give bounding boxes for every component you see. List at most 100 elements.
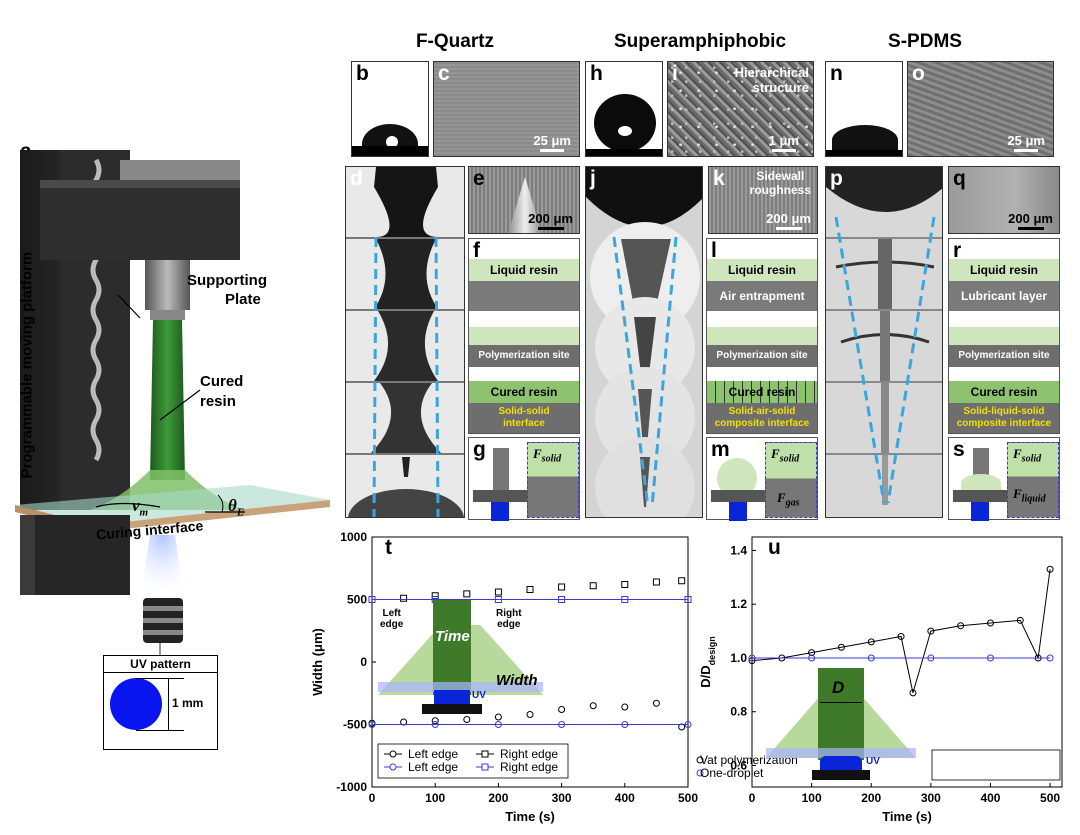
poly-liquid-band [469,327,579,345]
panel-p: p [825,166,943,518]
y-tick-label: 1000 [340,530,367,544]
x-tick-label: 300 [552,791,572,805]
mm-label: 1 mm [172,696,204,710]
data-point [494,721,502,728]
x-tick-label: 100 [425,791,445,805]
x-tick-label: 0 [749,791,756,805]
y-tick-label: 500 [347,593,367,607]
stage-s [953,490,1007,502]
printer-schematic [15,150,330,655]
panel-label-g: g [473,438,486,461]
d-dimension [820,702,862,703]
legend-marker [389,763,397,771]
y-tick-label: 1.2 [730,597,747,611]
force-label-s2: Fliquid [1013,486,1046,505]
data-point [1046,654,1054,662]
resin-label: resin [200,393,236,410]
panel-label-u: u [768,536,781,559]
data-point [400,594,408,602]
nozzle-g [493,448,509,492]
liquid-resin-band: Liquid resin [469,259,579,281]
y-tick-label: 0.8 [730,705,747,719]
panel-label-s: s [953,438,965,461]
y-tick-label: -500 [343,718,367,732]
width-label: Width [496,672,538,689]
y-tick-label: 1.0 [730,651,747,665]
data-point [589,702,597,710]
lubricant-layer-band: Lubricant layer [949,281,1059,311]
droplet-h-highlight [618,126,632,136]
panel-f: f Liquid resin Polymerization site Cured… [468,238,580,434]
inset-t-plate [378,682,543,692]
legend-marker [481,763,489,771]
data-point [431,721,439,728]
legend-label: Left edge [408,747,458,761]
panel-d: d [345,166,465,518]
force-label-s1: Fsolid [1013,446,1042,465]
x-tick-label: 200 [861,791,881,805]
data-point [652,699,660,707]
data-point [494,588,502,596]
droplet-h [594,94,656,152]
panel-label-m: m [711,438,730,461]
uv-beam-m [729,502,747,521]
data-point [558,596,566,603]
series-line [751,569,1051,694]
zoom-box-s [1007,442,1059,518]
data-point [897,632,905,640]
panel-s: s Fsolid Fliquid [948,437,1060,521]
uv-beam-s [971,502,989,521]
cured-resin-band: Cured resin [707,381,817,403]
uv-beam-g [491,502,509,521]
plot-frame [751,536,1063,788]
d-label: D [832,678,845,697]
data-point [837,643,845,651]
column-title-fquartz: F-Quartz [415,31,495,52]
liquid-resin-band: Liquid resin [949,259,1059,281]
y-axis-title: Width (μm) [310,628,325,696]
panel-h: h [585,61,663,157]
panel-label-t: t [385,536,392,559]
inset-t-base [422,704,482,714]
cured-label: Cured [200,373,244,390]
data-point [986,654,994,662]
panel-label-k: k [713,167,725,190]
data-point [1016,616,1024,624]
data-point [494,596,502,603]
x-axis-title: Time (s) [882,809,932,824]
data-point [986,619,994,627]
data-point [526,586,534,593]
liquid-resin-band: Liquid resin [707,259,817,281]
scalebar-e: 200 μm [528,211,573,230]
panel-label-f: f [473,239,480,262]
uv-pattern-box: UV pattern 1 mm [103,655,218,750]
x-axis-title: Time (s) [505,809,555,824]
scalebar-i: 1 μm [769,133,799,152]
panel-j: j [585,166,703,518]
uv-circle [110,678,162,730]
panel-q: q 200 μm [948,166,1060,234]
legend-marker [481,750,489,758]
data-point [589,582,597,590]
y-axis-title: D/Ddesign [698,636,717,687]
data-point [678,577,686,585]
legend-marker [696,769,704,777]
data-point [431,717,439,725]
panel-label-n: n [830,62,843,85]
data-point [558,706,566,713]
inset-u-plate [766,748,916,758]
x-tick-label: 200 [488,791,508,805]
legend-label: Right edge [500,747,558,761]
data-point [909,689,917,697]
zoom-box-g [527,442,579,518]
polymerization-site-band: Polymerization site [469,345,579,367]
panel-label-j: j [590,167,596,190]
panel-e: e 200 μm [468,166,580,234]
scalebar-c: 25 μm [533,133,571,152]
meniscus-s [961,474,1001,492]
